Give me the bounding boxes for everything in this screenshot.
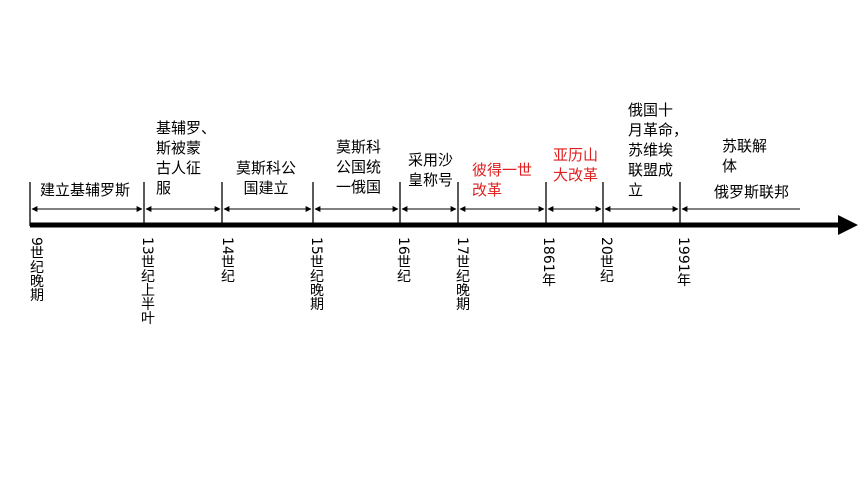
date-label-16th-century: 16世纪 [395, 237, 411, 283]
period-label-peter-reform: 彼得一世 改革 [472, 161, 533, 199]
period-label-october-revolution: 俄国十 月革命， 苏维埃 联盟成 立 [628, 101, 689, 199]
period-label-mongol-conquest: 基辅罗、 斯被蒙 古人征 服 [156, 119, 217, 197]
date-label-1861: 1861年 [540, 237, 556, 287]
period-label-ussr-dissolved: 苏联解 体 [722, 137, 768, 175]
period-label-tsar-title: 采用沙 皇称号 [408, 151, 454, 189]
period-label-moscow-founded: 莫斯科公 国建立 [236, 159, 297, 197]
date-label-20th-century: 20世纪 [598, 237, 614, 283]
date-label-1991: 1991年 [675, 237, 691, 287]
date-label-13th-century: 13世纪上半叶 [139, 237, 155, 325]
period-label-russian-federation: 俄罗斯联邦 [714, 183, 790, 201]
date-label-9th-century: 9世纪晚期 [28, 237, 44, 302]
date-label-17th-century: 17世纪晚期 [454, 237, 470, 311]
period-label-moscow-unifies: 莫斯科 公国统 一俄国 [336, 138, 382, 196]
timeline-arrowhead [838, 215, 858, 235]
date-label-15th-century: 15世纪晚期 [308, 237, 324, 311]
period-label-kievan-rus: 建立基辅罗斯 [40, 181, 131, 199]
period-label-alexander-reform: 亚历山 大改革 [553, 146, 599, 184]
date-label-14th-century: 14世纪 [219, 237, 235, 283]
